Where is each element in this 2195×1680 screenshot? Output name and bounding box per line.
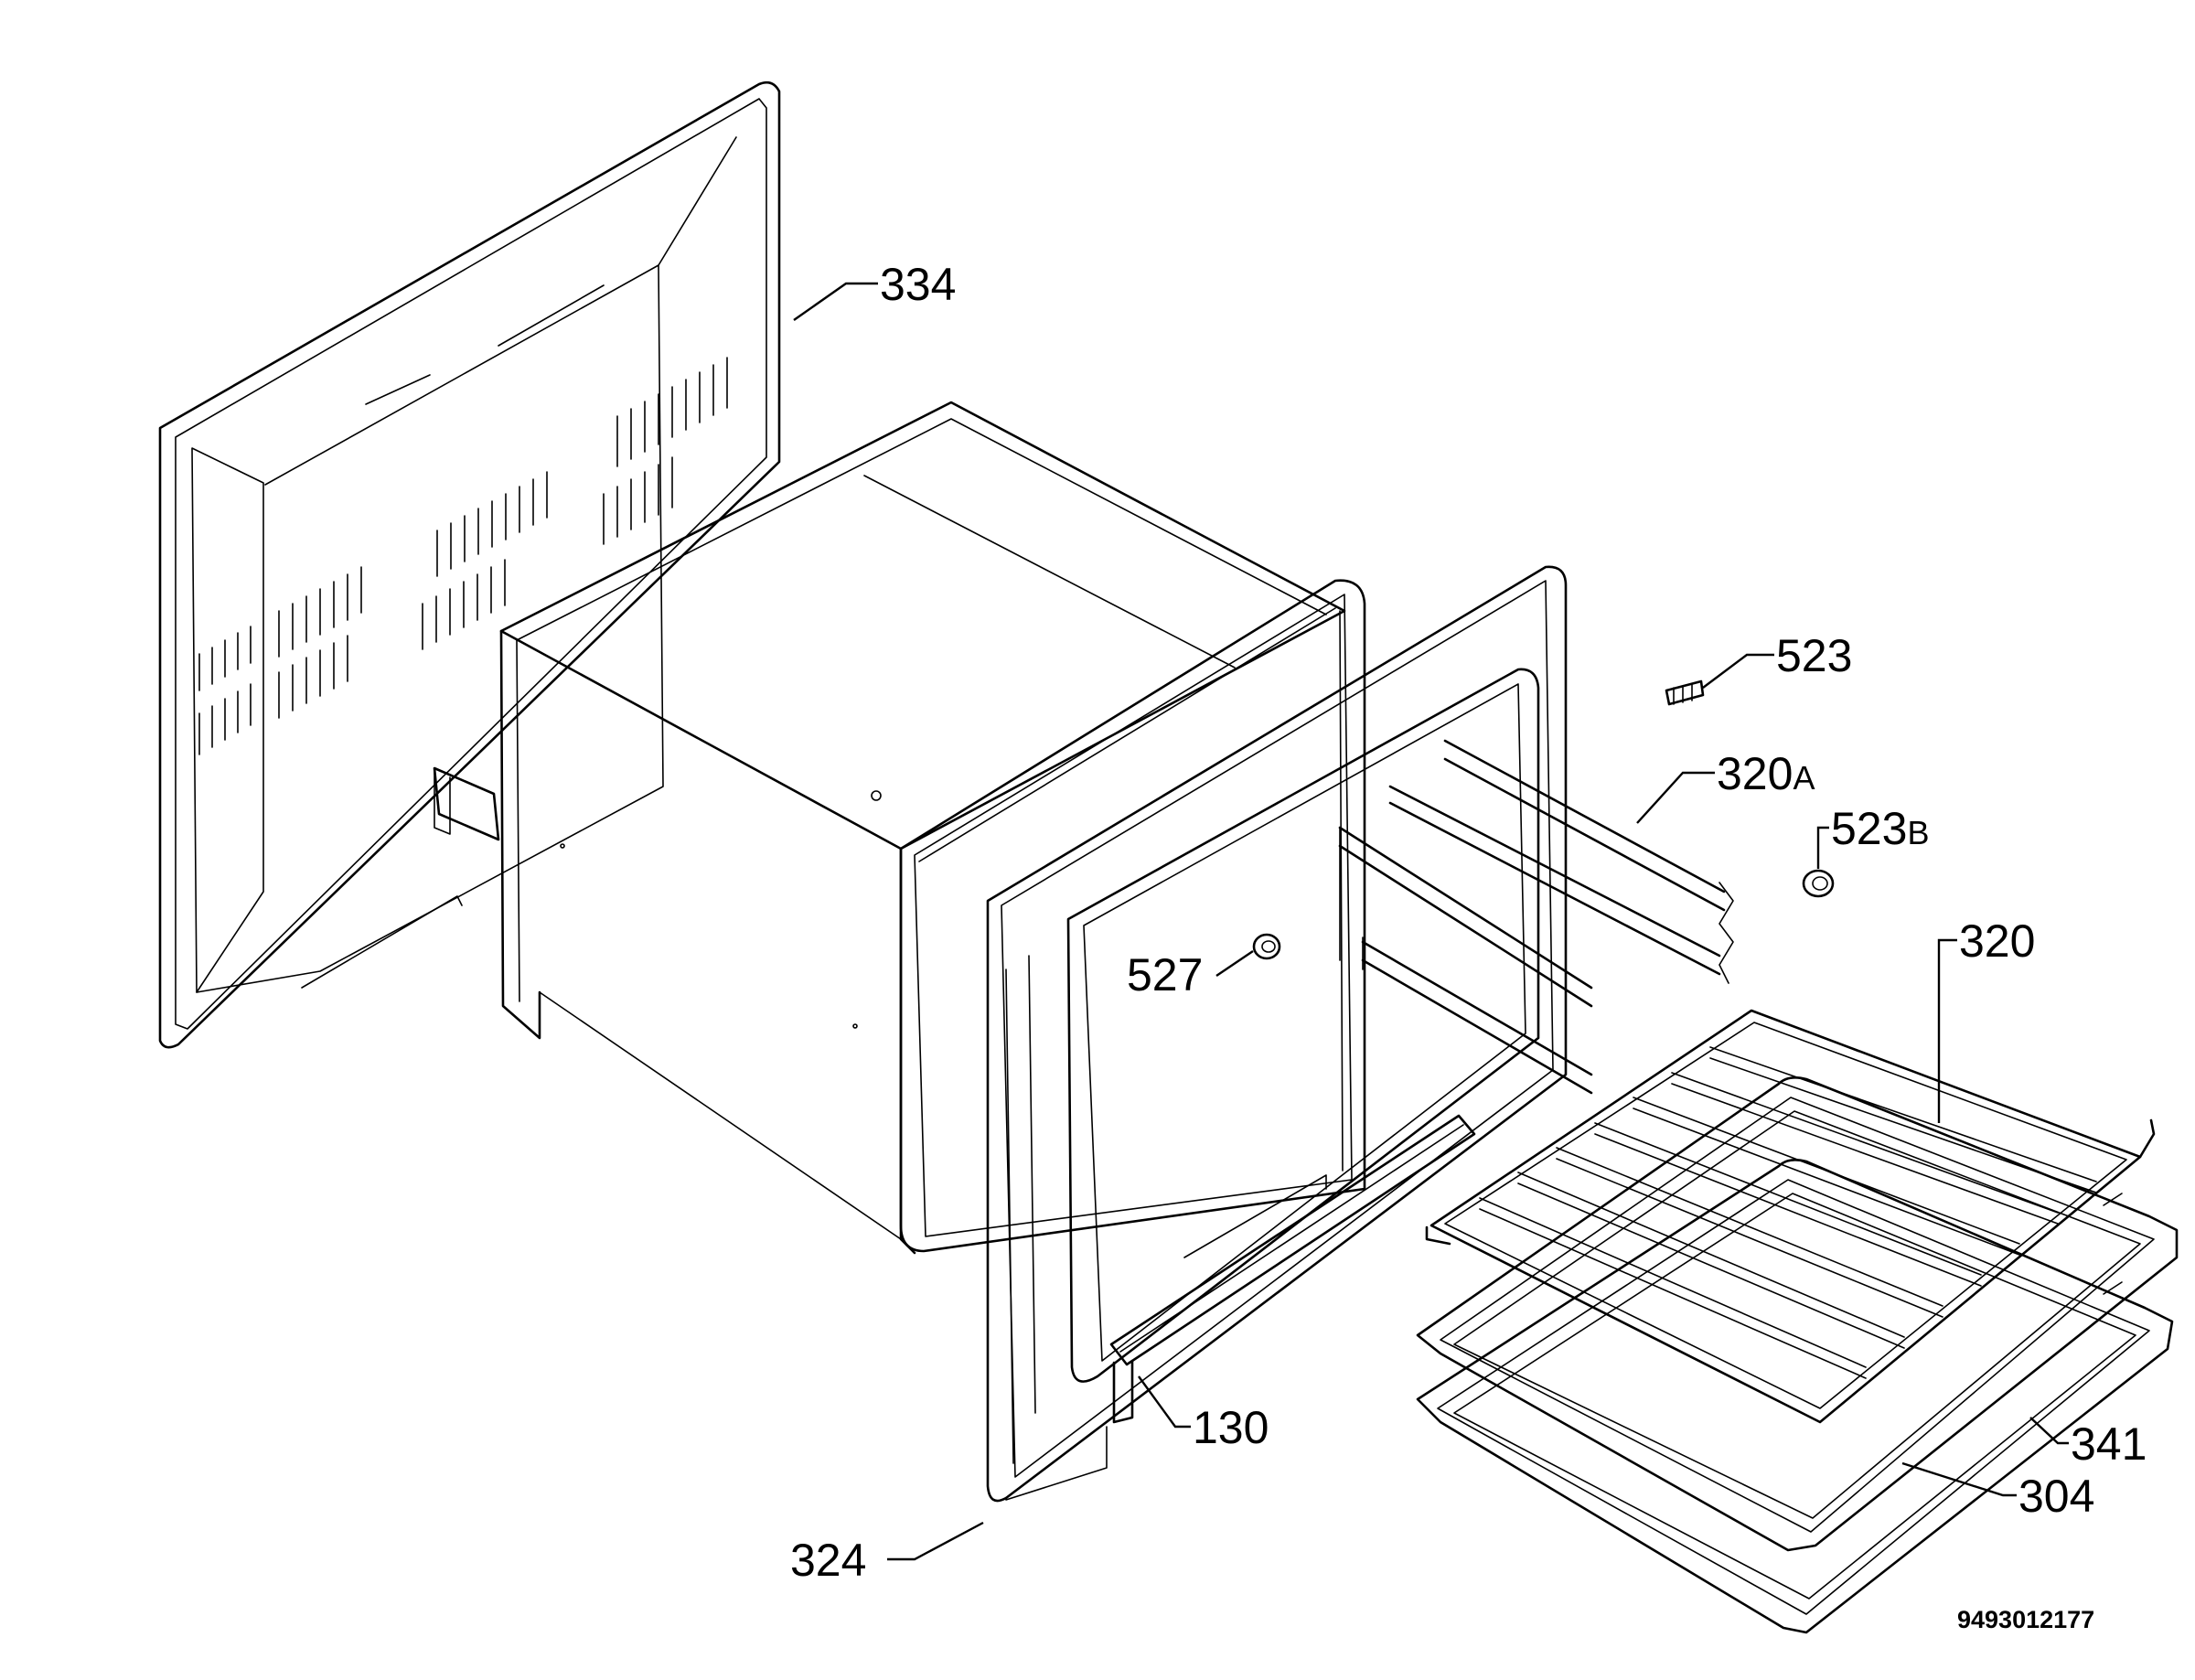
label-341: 341	[2071, 1418, 2147, 1470]
label-523B: 523B	[1831, 803, 1929, 854]
leader-lines	[793, 282, 2069, 1561]
label-304: 304	[2018, 1471, 2094, 1522]
front-frame-324	[986, 565, 1568, 1503]
label-320: 320	[1959, 915, 2035, 967]
shelf-support-320A	[1338, 739, 1734, 1095]
label-324: 324	[790, 1535, 866, 1586]
label-130: 130	[1193, 1402, 1269, 1453]
plug-523B	[1802, 869, 1835, 898]
label-334: 334	[880, 259, 956, 310]
screw-523	[1665, 679, 1705, 706]
wire-shelf-320	[1425, 1009, 2156, 1424]
document-number: 9493012177	[1957, 1606, 2094, 1633]
plug-527	[1252, 933, 1281, 960]
oven-cavity	[433, 401, 1366, 1255]
label-523: 523	[1776, 630, 1852, 681]
rear-panel-334	[158, 80, 781, 1049]
label-320A: 320A	[1717, 748, 1815, 799]
label-527: 527	[1127, 949, 1203, 1001]
enamel-tray-304	[1416, 1076, 2179, 1552]
